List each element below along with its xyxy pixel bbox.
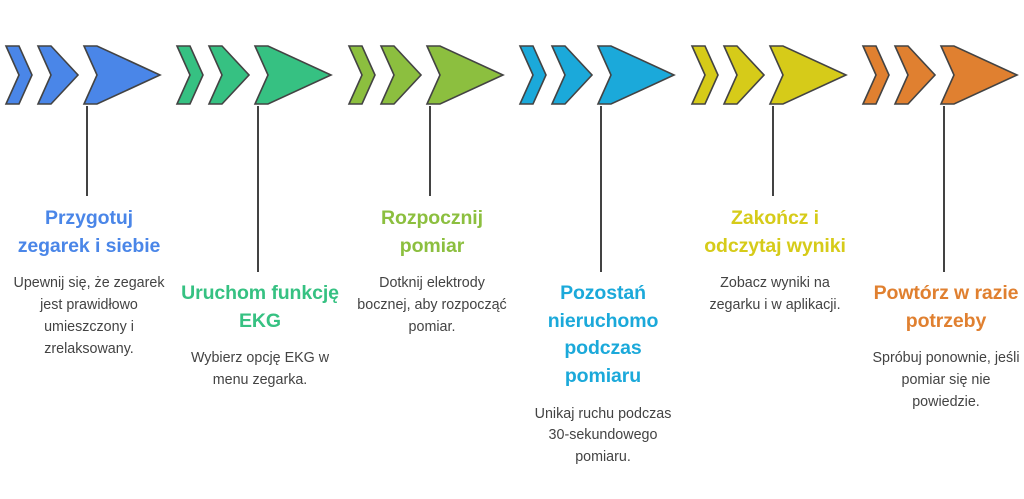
step-2: Uruchom funkcję EKG Wybierz opcję EKG w m…	[175, 0, 345, 499]
chevron-arrows-icon	[690, 45, 848, 105]
chevron-arrows-icon	[175, 45, 333, 105]
connector-line-step-3	[429, 106, 431, 196]
chevron-2	[550, 45, 594, 105]
chevron-2	[893, 45, 937, 105]
step-heading: Uruchom funkcję EKG	[181, 282, 339, 332]
chevron-2	[36, 45, 80, 105]
chevron-group-step-3	[347, 44, 517, 106]
chevron-3	[768, 45, 848, 105]
chevron-1	[690, 45, 719, 105]
step-description: Unikaj ruchu podczas 30-sekundowego pomi…	[534, 405, 672, 466]
chevron-arrows-icon	[861, 45, 1019, 105]
chevron-1	[4, 45, 33, 105]
step-description: Zobacz wyniki na zegarku i w aplikacji.	[709, 275, 841, 314]
chevron-3	[253, 45, 333, 105]
chevron-1	[347, 45, 376, 105]
text-block-step-2: Uruchom funkcję EKG Wybierz opcję EKG w m…	[175, 280, 345, 392]
chevron-1	[861, 45, 890, 105]
chevron-arrows-icon	[4, 45, 162, 105]
step-description: Wybierz opcję EKG w menu zegarka.	[190, 350, 330, 389]
chevron-group-step-6	[861, 44, 1024, 106]
chevron-arrows-icon	[347, 45, 505, 105]
chevron-3	[596, 45, 676, 105]
step-description: Spróbuj ponownie, jeśli pomiar się nie p…	[872, 350, 1020, 410]
chevron-group-step-2	[175, 44, 345, 106]
connector-line-step-4	[600, 106, 602, 272]
step-heading: Rozpocznij pomiar	[381, 207, 483, 257]
step-heading: Powtórz w razie potrzeby	[873, 282, 1019, 332]
chevron-1	[175, 45, 204, 105]
connector-line-step-2	[257, 106, 259, 272]
chevron-2	[379, 45, 423, 105]
step-heading: Zakończ i odczytaj wyniki	[704, 207, 846, 257]
step-description: Upewnij się, że zegarek jest prawidłowo …	[13, 275, 165, 357]
chevron-2	[207, 45, 251, 105]
connector-line-step-1	[86, 106, 88, 196]
step-heading: Przygotuj zegarek i siebie	[17, 207, 161, 257]
chevron-group-step-4	[518, 44, 688, 106]
step-description: Dotknij elektrody bocznej, aby rozpocząć…	[357, 275, 507, 335]
chevron-arrows-icon	[518, 45, 676, 105]
chevron-3	[425, 45, 505, 105]
chevron-group-step-1	[4, 44, 174, 106]
step-heading: Pozostań nieruchomo podczas pomiaru	[547, 282, 659, 388]
chevron-group-step-5	[690, 44, 860, 106]
chevron-1	[518, 45, 547, 105]
chevron-3	[82, 45, 162, 105]
chevron-3	[939, 45, 1019, 105]
chevron-2	[722, 45, 766, 105]
connector-line-step-5	[772, 106, 774, 196]
connector-line-step-6	[943, 106, 945, 272]
